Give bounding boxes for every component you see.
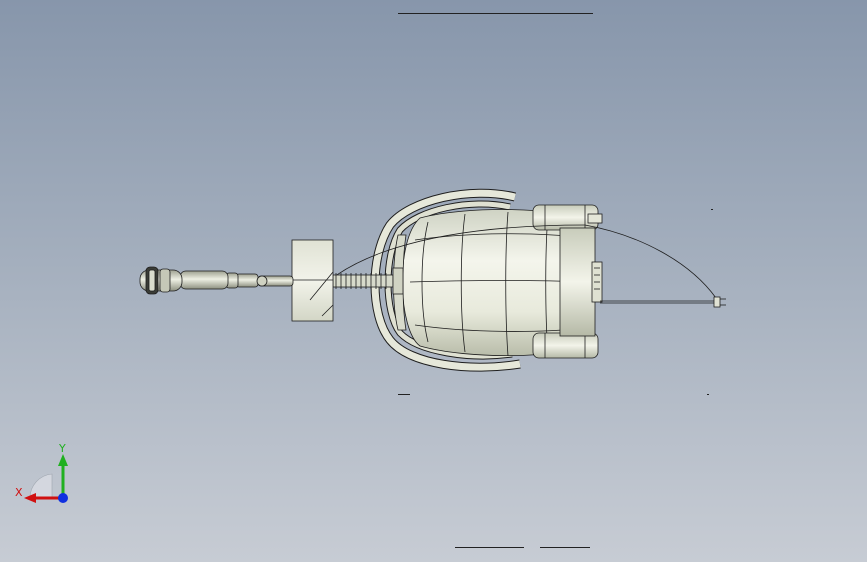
triad-z-axis-icon — [58, 493, 68, 503]
tether-cable — [309, 224, 717, 304]
sensor-box[interactable] — [291, 239, 334, 322]
triad-x-arrow-icon — [24, 493, 36, 503]
spring-coupling — [332, 267, 404, 295]
rear-track-bottom[interactable] — [532, 332, 599, 359]
sketch-marks — [707, 209, 713, 395]
sketch-line-bottom-right — [540, 547, 590, 548]
manipulator-arm[interactable] — [179, 270, 294, 290]
triad-y-arrow-icon — [58, 454, 68, 466]
tether-plug-icon — [713, 296, 726, 308]
gripper-head[interactable] — [139, 266, 183, 295]
sketch-line-top — [398, 13, 593, 14]
triad-x-label: X — [15, 486, 23, 499]
rear-plate — [559, 227, 603, 337]
coordinate-triad[interactable]: Y X — [12, 440, 74, 510]
sketch-tick-mid — [398, 394, 410, 395]
sketch-line-bottom-left — [455, 547, 524, 548]
triad-y-label: Y — [58, 442, 66, 455]
